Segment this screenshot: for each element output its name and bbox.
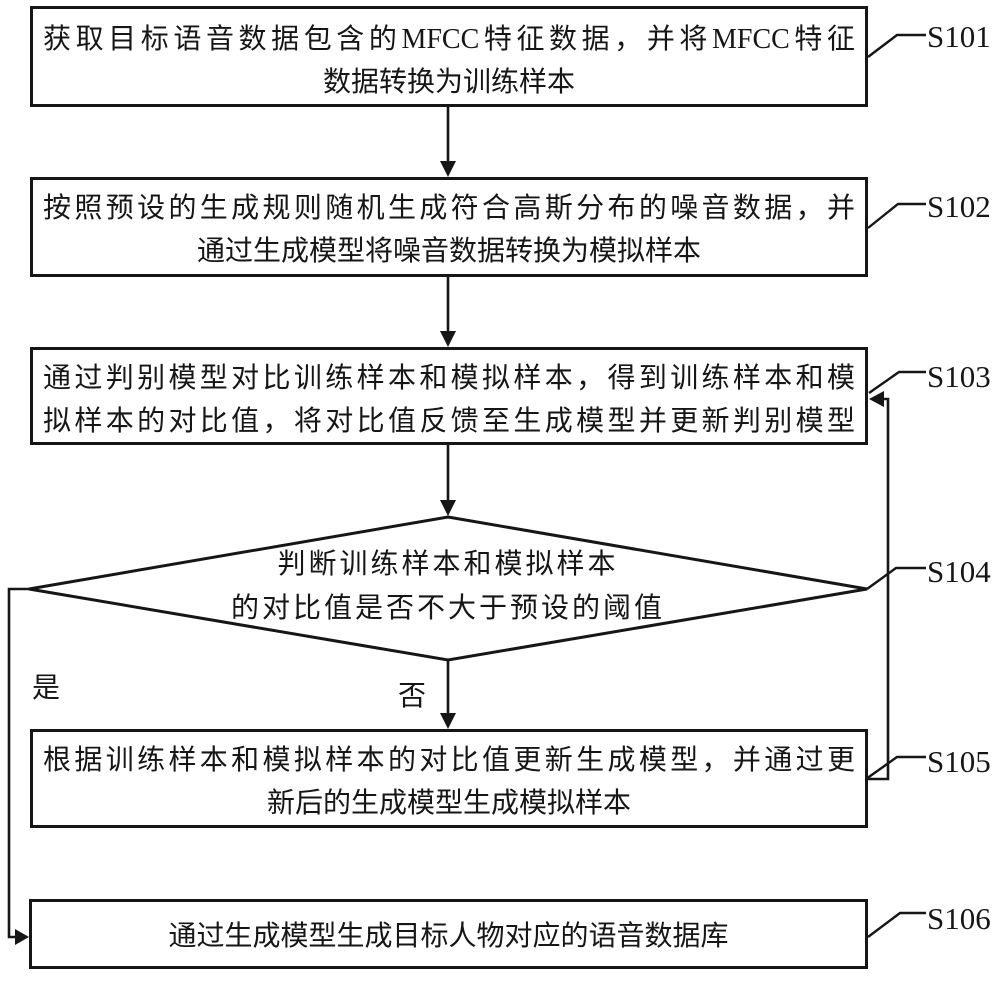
process-text-line: 通过生成模型将噪音数据转换为模拟样本: [196, 236, 701, 267]
process-box-s103: 通过判别模型对比训练样本和模拟样本，得到训练样本和模 拟样本的对比值，将对比值反…: [30, 347, 868, 445]
process-text-line: 按照预设的生成规则随机生成符合高斯分布的噪音数据，并: [43, 193, 855, 224]
decision-text-line: 的对比值是否不大于预设的阈值: [230, 593, 665, 624]
process-box-s106: 通过生成模型生成目标人物对应的语音数据库: [29, 899, 868, 969]
process-text-line: 新后的生成模型生成模拟样本: [266, 788, 631, 819]
process-box-s102: 按照预设的生成规则随机生成符合高斯分布的噪音数据，并 通过生成模型将噪音数据转换…: [30, 177, 868, 277]
decision-diamond-s104: [28, 515, 868, 662]
step-label-s101: S101: [927, 19, 991, 54]
decision-text-line: 判断训练样本和模拟样本: [277, 549, 619, 580]
arrowhead-s103-s104: [440, 500, 456, 516]
arrowhead-s101-s102: [440, 161, 456, 177]
process-box-s101: 获取目标语音数据包含的MFCC特征数据，并将MFCC特征 数据转换为训练样本: [30, 6, 868, 107]
leader-s104: [866, 566, 926, 590]
arrowhead-s102-s103: [440, 331, 456, 347]
step-label-s103: S103: [927, 359, 991, 394]
branch-label-yes: 是: [32, 673, 61, 704]
step-label-s105: S105: [927, 744, 991, 779]
leader-s103: [868, 370, 926, 394]
arrowhead-s104-s105: [440, 713, 456, 729]
arrowhead-yes-branch: [15, 929, 29, 945]
step-label-s102: S102: [927, 189, 991, 224]
process-text-line: 根据训练样本和模拟样本的对比值更新生成模型，并通过更: [43, 745, 855, 776]
step-label-s106: S106: [927, 901, 991, 936]
branch-label-no: 否: [398, 681, 427, 712]
leader-s102: [867, 202, 926, 229]
feedback-line-s105-s103: [866, 397, 890, 781]
process-text-line: 通过判别模型对比训练样本和模拟样本，得到训练样本和模: [43, 363, 855, 394]
process-text-line: 数据转换为训练样本: [322, 67, 575, 98]
process-text-line: 拟样本的对比值，将对比值反馈至生成模型并更新判别模型: [43, 406, 855, 437]
leader-s105: [865, 755, 926, 780]
yes-branch-line: [7, 587, 29, 939]
process-text-line: 获取目标语音数据包含的MFCC特征数据，并将MFCC特征: [43, 24, 855, 55]
leader-s101: [867, 33, 926, 58]
step-label-s104: S104: [927, 554, 991, 589]
leader-s106: [867, 911, 926, 938]
arrowhead-feedback: [869, 391, 884, 407]
process-text-line: 通过生成模型生成目标人物对应的语音数据库: [168, 921, 729, 952]
process-box-s105: 根据训练样本和模拟样本的对比值更新生成模型，并通过更 新后的生成模型生成模拟样本: [30, 729, 868, 828]
